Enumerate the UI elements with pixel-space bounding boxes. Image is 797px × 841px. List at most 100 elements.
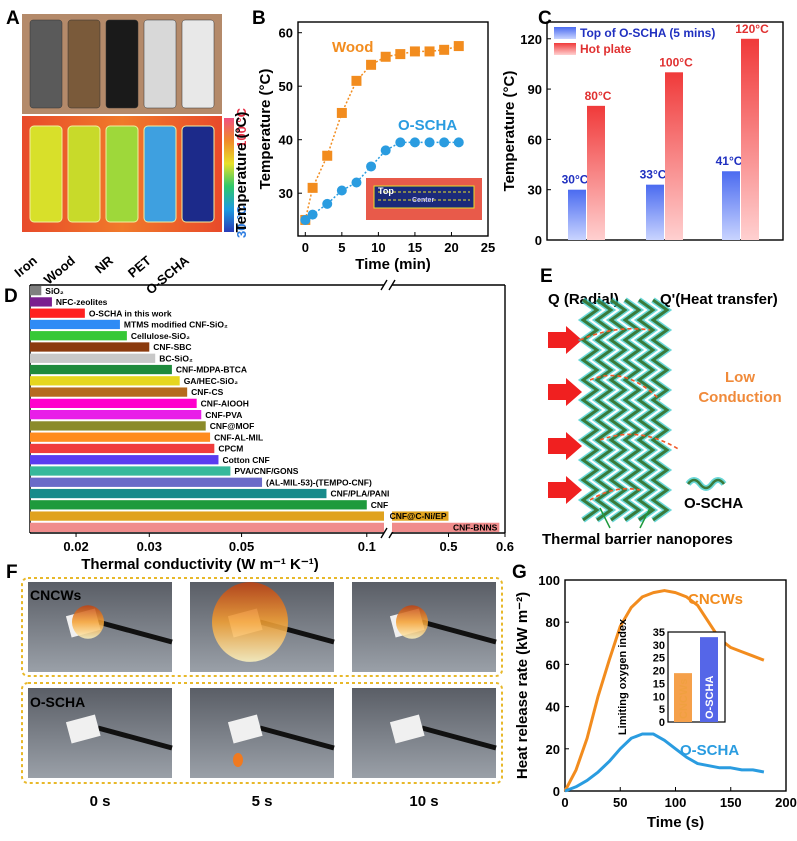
panel-letter-b: B (252, 8, 266, 29)
b-ytick-label: 60 (279, 26, 293, 41)
colorbar-max-label: 100 °C (234, 107, 249, 148)
sample-label-3: PET (125, 253, 154, 281)
d-break-mark (388, 279, 396, 291)
f-row-label-0: CNCWs (30, 587, 82, 603)
g-xlabel: Time (s) (647, 814, 704, 831)
b-point (351, 177, 362, 188)
d-bar-label: CNF-SBC (153, 342, 191, 352)
d-bar (30, 432, 211, 442)
d-break-mark (380, 279, 388, 291)
e-heat-arrow-1 (548, 378, 582, 406)
b-ytick-label: 30 (279, 186, 293, 201)
d-bar (392, 511, 449, 521)
panel-letter-d: D (4, 286, 18, 307)
b-xtick-label: 15 (408, 240, 422, 255)
f-sample (389, 714, 425, 744)
d-bar (30, 488, 327, 499)
f-flame (212, 582, 288, 662)
e-fiber-3 (622, 298, 642, 522)
d-bar (30, 353, 156, 363)
c-bar-label: 30°C (562, 173, 589, 187)
b-xlabel: Time (min) (355, 256, 431, 273)
c-ytick-label: 0 (535, 233, 542, 248)
d-bar (30, 387, 188, 397)
f-flame (396, 605, 428, 639)
d-bar (30, 286, 42, 296)
d-bar (30, 477, 263, 487)
g-ylabel: Heat release rate (kW m⁻²) (514, 592, 531, 779)
b-ytick-label: 50 (279, 79, 293, 94)
b-inset-top: Top (378, 186, 394, 196)
d-bar (30, 308, 85, 318)
f-tweezers (259, 725, 335, 751)
thermal-sample-0 (29, 125, 63, 223)
e-nanopores: Thermal barrier nanopores (542, 531, 733, 548)
c-bar-label: 100°C (659, 55, 693, 69)
b-series-label-oscha: O-SCHA (398, 117, 457, 134)
c-bar-label: 33°C (640, 168, 667, 182)
d-bar (30, 297, 52, 307)
d-xtick-label: 0.6 (496, 539, 514, 554)
b-point (322, 150, 333, 161)
d-bar-label: O-SCHA in this work (89, 308, 172, 318)
d-bar (30, 331, 127, 341)
c-ytick-label: 90 (528, 82, 542, 97)
e-fiber-2 (608, 298, 628, 522)
b-point (424, 137, 435, 148)
d-bar-label: CNF-CS (191, 387, 223, 397)
g-ytick-label: 0 (553, 784, 560, 799)
b-point (366, 59, 377, 70)
d-bar (30, 455, 219, 465)
g-xtick-label: 100 (665, 795, 687, 810)
f-row-box-1 (21, 577, 503, 677)
g-inset-cat: CNCWs (678, 679, 690, 719)
b-xtick-label: 0 (302, 240, 309, 255)
c-legend-label: Hot plate (580, 42, 632, 56)
d-bar (30, 500, 367, 510)
g-inset-bar (700, 637, 718, 722)
g-ytick-label: 40 (546, 700, 560, 715)
b-point (336, 107, 347, 118)
d-bar-label: SiO₂ (45, 286, 64, 296)
g-inset-bar (674, 673, 692, 722)
f-sample (227, 714, 263, 744)
sample-photo-2 (105, 19, 139, 109)
sample-photo-3 (143, 19, 177, 109)
f-tweezers (421, 725, 497, 751)
b-point (439, 44, 450, 55)
f-photo-1-0 (28, 688, 172, 778)
b-point (380, 145, 391, 156)
d-bar (30, 342, 150, 352)
g-xtick-label: 50 (613, 795, 627, 810)
g-inset-ytick: 15 (653, 678, 665, 690)
c-bar (646, 184, 664, 240)
panel-letter-g: G (512, 562, 527, 583)
e-pointer (639, 507, 651, 529)
g-line-0 (563, 589, 765, 792)
c-ytick-label: 30 (528, 183, 542, 198)
g-inset-ytick: 20 (653, 666, 665, 678)
b-point (322, 198, 333, 209)
thermal-sample-4 (181, 125, 215, 223)
d-bar-label: CNF-AlOOH (201, 399, 249, 409)
d-bar-label: CNF/PLA/PANI (330, 489, 389, 499)
e-fiber-4 (636, 298, 656, 522)
d-bar-label: CNF@MOF (210, 421, 255, 431)
d-bar-label: CNF-AL-MIL (214, 432, 263, 442)
colorbar (224, 118, 234, 232)
b-axes (297, 21, 489, 237)
e-heat-arrow-3 (548, 476, 582, 504)
e-conduction: Conduction (698, 389, 781, 406)
g-xtick-label: 200 (775, 795, 797, 810)
g-xtick-label: 0 (561, 795, 568, 810)
d-bar (30, 376, 180, 386)
sample-label-1: Wood (41, 253, 78, 288)
b-point (453, 41, 464, 52)
g-label-cncws: CNCWs (688, 591, 743, 608)
g-inset-ytick: 35 (653, 627, 665, 639)
e-material: O-SCHA (684, 495, 743, 512)
f-sample (65, 714, 101, 744)
c-bar (587, 105, 605, 240)
e-low: Low (725, 369, 755, 386)
sample-label-4: O-SCHA (143, 252, 192, 297)
